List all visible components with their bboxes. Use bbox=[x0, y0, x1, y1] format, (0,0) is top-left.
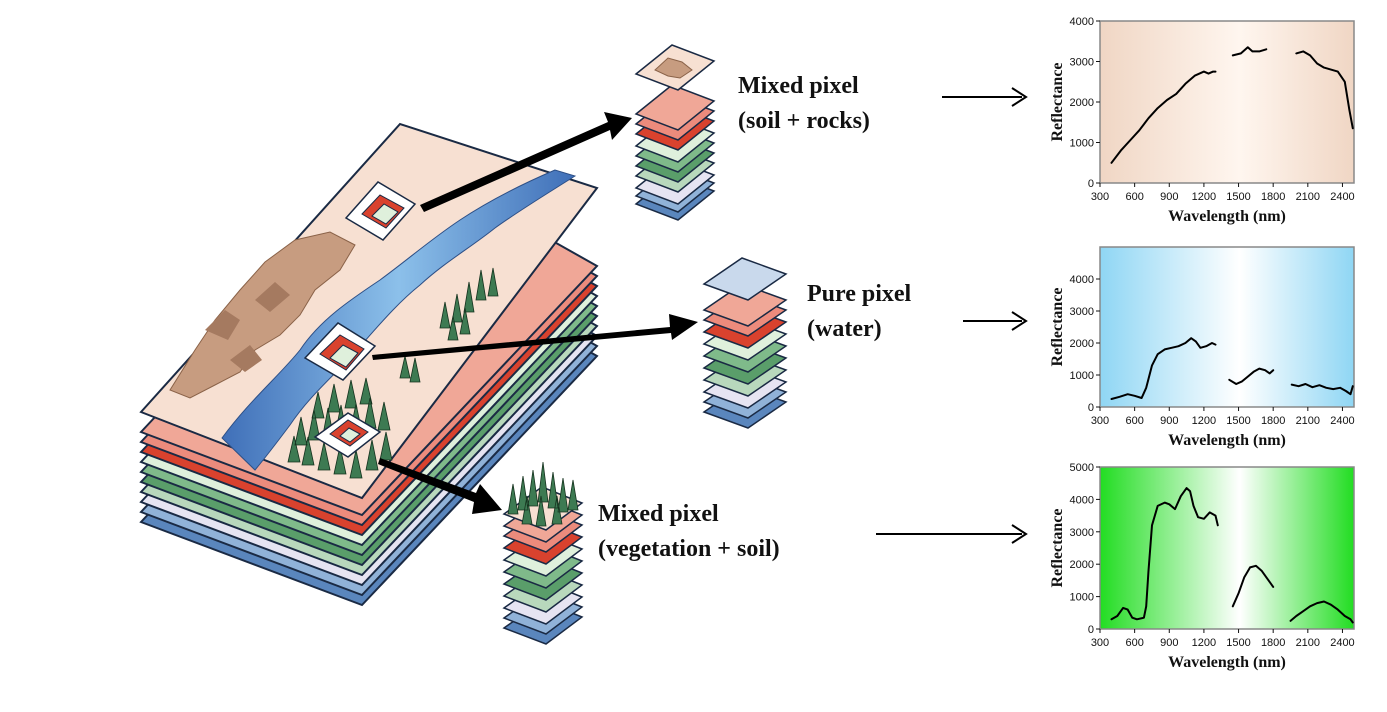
x-tick-label: 1800 bbox=[1261, 191, 1285, 203]
y-tick-label: 1000 bbox=[1070, 370, 1094, 382]
spectrum-segment bbox=[1110, 487, 1219, 621]
x-tick-label: 2100 bbox=[1296, 637, 1320, 649]
y-tick-label: 2000 bbox=[1070, 338, 1094, 350]
spectrum-segment bbox=[1231, 46, 1268, 57]
y-tick-label: 0 bbox=[1088, 402, 1094, 414]
image-cube bbox=[139, 122, 599, 607]
x-tick-label: 2100 bbox=[1296, 191, 1320, 203]
y-tick-label: 5000 bbox=[1070, 462, 1094, 474]
arrow-to-veg-stack bbox=[378, 458, 502, 514]
cube-arrows bbox=[372, 112, 698, 514]
spectrum-segment bbox=[1228, 367, 1275, 385]
x-tick-label: 2400 bbox=[1330, 637, 1354, 649]
y-tick-label: 2000 bbox=[1070, 97, 1094, 109]
x-tick-label: 1200 bbox=[1192, 191, 1216, 203]
x-tick-label: 2100 bbox=[1296, 415, 1320, 427]
spectrum-segment bbox=[1110, 70, 1217, 164]
arrow-to-water-stack bbox=[372, 314, 698, 360]
veg-pixel-stack bbox=[502, 461, 584, 645]
plot-area bbox=[1099, 246, 1355, 408]
x-axis-label: Wavelength (nm) bbox=[1168, 432, 1286, 449]
x-tick-label: 600 bbox=[1125, 191, 1143, 203]
soil-pixel-cutout bbox=[344, 181, 417, 241]
x-tick-label: 1800 bbox=[1261, 415, 1285, 427]
label-water: Pure pixel (water) bbox=[807, 277, 911, 347]
spectrum-segment bbox=[1290, 383, 1354, 396]
water-pixel-cutout bbox=[303, 322, 377, 381]
y-axis-label: Reflectance bbox=[1049, 62, 1066, 141]
plot-area bbox=[1099, 466, 1355, 630]
x-tick-label: 300 bbox=[1091, 191, 1109, 203]
spectrum-segment bbox=[1295, 50, 1354, 130]
x-tick-label: 2400 bbox=[1330, 415, 1354, 427]
label-soil-line2: (soil + rocks) bbox=[738, 108, 870, 134]
y-axis-label: Reflectance bbox=[1049, 508, 1066, 587]
y-tick-label: 0 bbox=[1088, 624, 1094, 636]
y-tick-label: 3000 bbox=[1070, 527, 1094, 539]
x-tick-label: 1500 bbox=[1226, 637, 1250, 649]
x-tick-label: 900 bbox=[1160, 191, 1178, 203]
y-axis-label: Reflectance bbox=[1049, 287, 1066, 366]
x-tick-label: 1500 bbox=[1226, 415, 1250, 427]
x-tick-label: 1800 bbox=[1261, 637, 1285, 649]
label-veg-line2: (vegetation + soil) bbox=[598, 536, 780, 562]
x-axis-label: Wavelength (nm) bbox=[1168, 208, 1286, 225]
x-tick-label: 300 bbox=[1091, 637, 1109, 649]
x-tick-label: 900 bbox=[1160, 415, 1178, 427]
chart-water-spectrum: 0 1000 2000 3000 4000 300 600 900 1200 1500 1800 21… bbox=[1049, 246, 1355, 449]
rock-terrain bbox=[169, 231, 356, 399]
x-tick-label: 600 bbox=[1125, 415, 1143, 427]
chart-veg-spectrum: 0 1000 2000 3000 4000 5000 300 600 900 1200 1500 18… bbox=[1049, 462, 1355, 671]
y-tick-label: 2000 bbox=[1070, 559, 1094, 571]
arrow-to-soil-stack bbox=[420, 112, 632, 212]
label-water-line2: (water) bbox=[807, 316, 882, 342]
x-axis-label: Wavelength (nm) bbox=[1168, 654, 1286, 671]
y-tick-label: 3000 bbox=[1070, 306, 1094, 318]
y-tick-label: 4000 bbox=[1070, 274, 1094, 286]
spectrum-segment bbox=[1110, 337, 1217, 400]
label-veg: Mixed pixel (vegetation + soil) bbox=[598, 497, 780, 567]
y-tick-label: 4000 bbox=[1070, 16, 1094, 28]
x-tick-label: 300 bbox=[1091, 415, 1109, 427]
x-tick-label: 1500 bbox=[1226, 191, 1250, 203]
spectrum-segment bbox=[1289, 600, 1354, 624]
x-tick-label: 900 bbox=[1160, 637, 1178, 649]
soil-pixel-stack bbox=[634, 44, 716, 221]
label-water-line1: Pure pixel bbox=[807, 281, 912, 307]
y-tick-label: 4000 bbox=[1070, 494, 1094, 506]
y-tick-label: 1000 bbox=[1070, 592, 1094, 604]
x-tick-label: 2400 bbox=[1330, 191, 1354, 203]
y-tick-label: 1000 bbox=[1070, 138, 1094, 150]
water-pixel-stack bbox=[702, 257, 788, 429]
y-tick-label: 3000 bbox=[1070, 57, 1094, 69]
x-tick-label: 600 bbox=[1125, 637, 1143, 649]
x-tick-label: 1200 bbox=[1192, 415, 1216, 427]
y-tick-label: 0 bbox=[1088, 178, 1094, 190]
spectrum-segment bbox=[1231, 564, 1275, 608]
veg-pixel-cutout bbox=[313, 412, 382, 458]
plot-area bbox=[1099, 20, 1355, 184]
chart-soil-spectrum: 0 1000 2000 3000 4000 300 600 900 1200 1500 1800 21… bbox=[1049, 16, 1355, 225]
label-soil-line1: Mixed pixel bbox=[738, 73, 859, 99]
label-soil: Mixed pixel (soil + rocks) bbox=[738, 69, 870, 139]
x-tick-label: 1200 bbox=[1192, 637, 1216, 649]
label-veg-line1: Mixed pixel bbox=[598, 501, 719, 527]
label-arrows bbox=[876, 87, 1028, 544]
